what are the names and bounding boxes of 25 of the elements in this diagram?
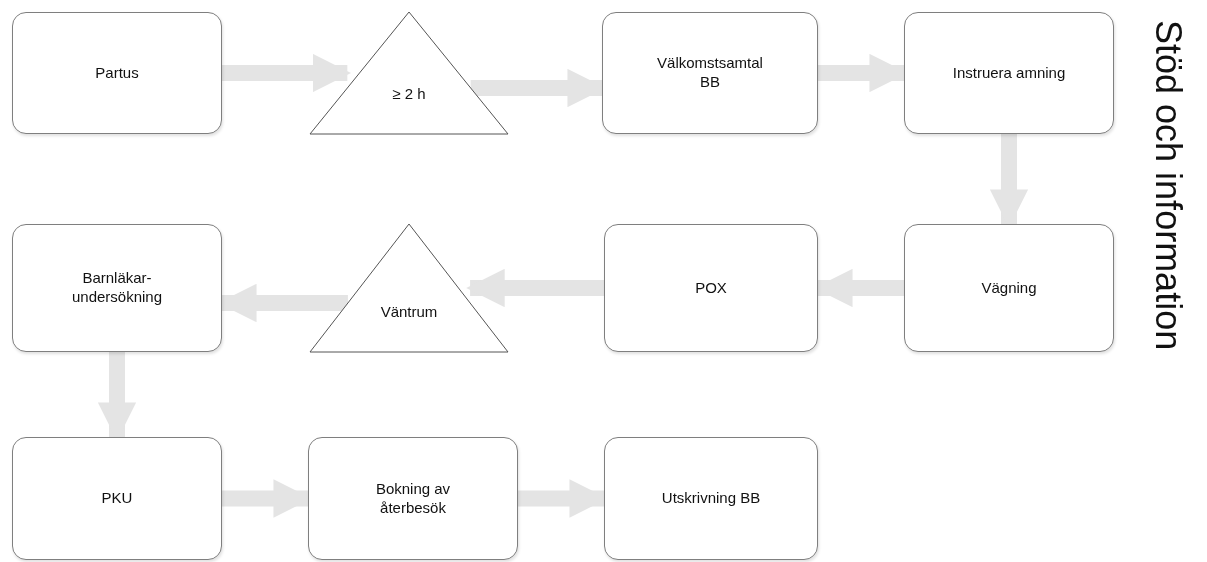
process-box [604,437,818,560]
triangle-shape [309,11,509,135]
process-box [904,224,1114,352]
block-arrow [222,53,352,93]
step-label: Väntrum [380,303,438,322]
step-label: PKU [101,489,133,508]
process-box [308,437,518,560]
step-label: Barnläkar- undersökning [70,269,164,307]
step-label: Vägning [981,278,1037,298]
process-box [12,224,222,352]
triangle-shape [309,223,509,353]
process-box [602,12,818,134]
side-heading: Stöd och information [1150,20,1186,351]
step-label: Bokning av återbesök [374,479,452,518]
process-box [12,437,222,560]
process-box [12,12,222,134]
process-box [604,224,818,352]
step-label: Instruera amning [952,63,1066,83]
step-label: Välkomstsamtal BB [656,54,764,92]
step-label: Partus [95,63,139,83]
process-box [904,12,1114,134]
step-label: ≥ 2 h [392,85,426,104]
step-label: Utskrivning BB [661,489,761,508]
step-label: POX [695,278,727,298]
block-arrow [466,268,604,308]
